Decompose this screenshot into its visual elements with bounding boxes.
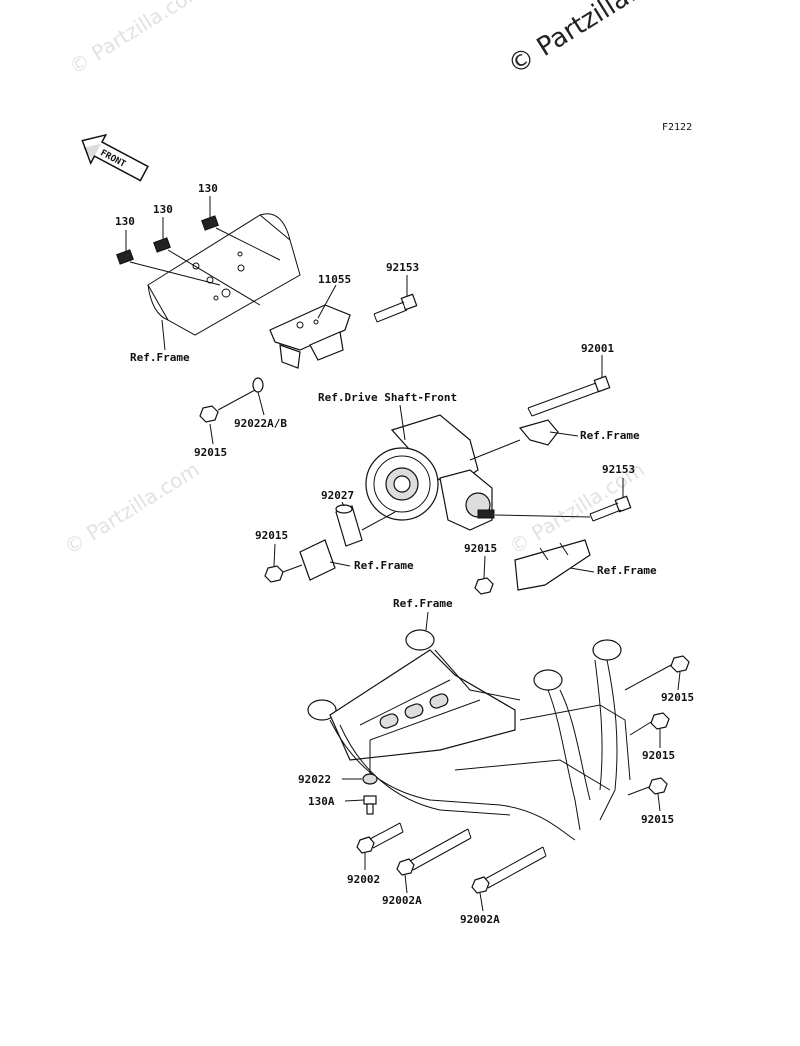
label-92002a-1: 92002A [382, 894, 422, 907]
label-92015-a: 92015 [194, 446, 227, 459]
label-92153-top: 92153 [386, 261, 419, 274]
front-arrow-icon: FRONT [81, 133, 149, 182]
label-ref-frame-lower: Ref.Frame [393, 597, 453, 610]
bracket-11055 [269, 304, 351, 369]
label-92015-f: 92015 [641, 813, 674, 826]
nut-92015-e-icon [629, 712, 670, 736]
label-92002: 92002 [347, 873, 380, 886]
label-130a: 130A [308, 795, 335, 808]
label-92015-e: 92015 [642, 749, 675, 762]
label-ref-drive-shaft: Ref.Drive Shaft-Front [318, 391, 457, 404]
label-92002a-2: 92002A [460, 913, 500, 926]
frame-top-drawing [147, 213, 301, 336]
bolt-92153-mid-icon [494, 495, 632, 522]
nut-92015-c-icon [474, 577, 494, 595]
label-92153-mid: 92153 [602, 463, 635, 476]
nut-92015-f-icon [627, 777, 668, 796]
bolt-130-icon [201, 215, 281, 261]
label-92015-b: 92015 [255, 529, 288, 542]
frame-lower-drawing [307, 629, 631, 841]
label-ref-frame-mid: Ref.Frame [354, 559, 414, 572]
watermark-faint-top: © Partzilla.com [65, 0, 209, 79]
spacer-92027-icon [335, 504, 396, 547]
figure-code: F2122 [662, 122, 692, 133]
label-130-right: 130 [198, 182, 218, 195]
bracket-right-upper [518, 419, 559, 446]
bolt-130-icon [153, 237, 261, 306]
nut-92015-b-icon [264, 564, 303, 583]
label-130-left: 130 [115, 215, 135, 228]
bolt-92001-icon [527, 375, 611, 417]
bracket-left-mid [299, 539, 336, 581]
bolt-92002-icon [356, 822, 404, 854]
bolt-92002a-icon [396, 828, 472, 876]
watermark-main: © Partzilla.com [503, 0, 689, 81]
nut-92015-icon [199, 405, 219, 423]
label-92001: 92001 [581, 342, 614, 355]
label-11055: 11055 [318, 273, 351, 286]
bolt-92002a-2-icon [471, 846, 547, 894]
label-ref-frame-top: Ref.Frame [130, 351, 190, 364]
bolt-130a-icon [363, 795, 377, 815]
label-130-mid: 130 [153, 203, 173, 216]
label-92022: 92022 [298, 773, 331, 786]
label-ref-frame-right1: Ref.Frame [580, 429, 640, 442]
label-92022ab: 92022A/B [234, 417, 287, 430]
bolt-92153-icon [373, 293, 418, 323]
differential-housing [365, 414, 521, 531]
label-ref-frame-right2: Ref.Frame [597, 564, 657, 577]
bolt-130-icon [116, 249, 221, 286]
label-92027: 92027 [321, 489, 354, 502]
watermark-faint-left: © Partzilla.com [60, 457, 204, 559]
nut-92015-d-icon [624, 655, 690, 691]
label-92015-d: 92015 [661, 691, 694, 704]
bracket-right-lower [514, 539, 591, 591]
washer-92022-icon [362, 740, 378, 785]
label-92015-c: 92015 [464, 542, 497, 555]
